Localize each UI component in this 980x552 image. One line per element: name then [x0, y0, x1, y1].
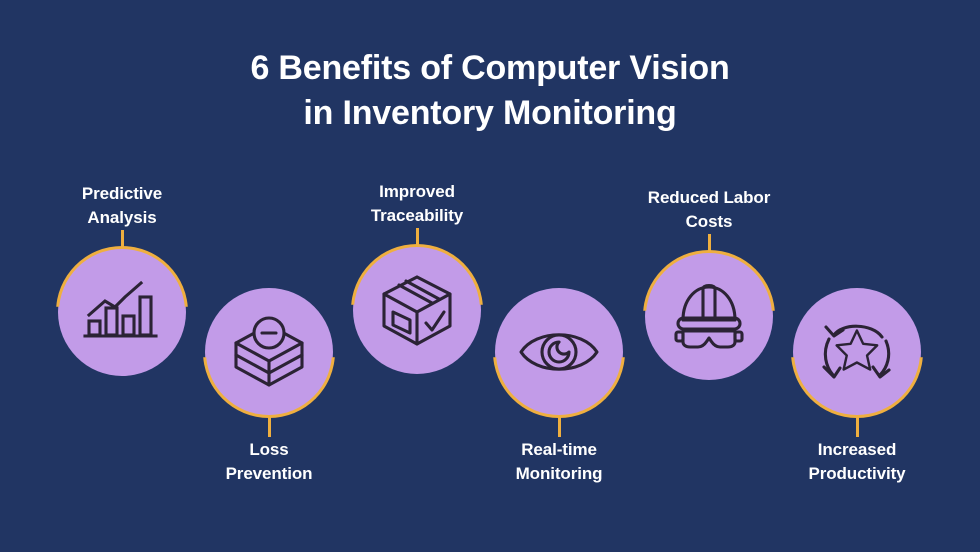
benefit-label-line-2: Traceability [370, 206, 464, 226]
circle-background [353, 246, 481, 374]
benefit-item-loss-prevention: Loss Prevention [174, 182, 364, 512]
circle-background [793, 288, 921, 416]
benefit-circle-improved-traceability[interactable] [351, 244, 483, 374]
circle-background [645, 252, 773, 380]
connector-stem [121, 230, 124, 250]
benefit-label-line-2: Prevention [225, 464, 313, 484]
connector-stem [856, 416, 859, 437]
benefit-label-line-2: Monitoring [515, 464, 603, 484]
package-check-icon [374, 267, 460, 353]
eye-icon [516, 309, 602, 395]
benefit-circle-real-time-monitoring[interactable] [493, 288, 625, 418]
benefit-circle-increased-productivity[interactable] [791, 288, 923, 418]
benefit-item-predictive-analysis: Predictive Analysis [27, 182, 217, 512]
benefit-item-real-time-monitoring: Real-time Monitoring [464, 182, 654, 512]
benefit-circle-reduced-labor-costs[interactable] [643, 250, 775, 380]
benefit-label-line-1: Reduced Labor [647, 188, 771, 207]
benefit-label-line-2: Analysis [87, 208, 157, 228]
page-title-line-2: in Inventory Monitoring [303, 94, 677, 133]
bar-chart-trend-icon [79, 269, 165, 355]
benefit-label-line-1: Loss [249, 440, 289, 459]
benefit-label-line-1: Improved [379, 182, 455, 201]
benefit-label-predictive-analysis: Predictive Analysis [27, 182, 217, 230]
benefit-label-real-time-monitoring: Real-time Monitoring [464, 438, 654, 486]
benefit-label-reduced-labor-costs: Reduced Labor Costs [614, 186, 804, 234]
benefit-item-reduced-labor-costs: Reduced Labor Costs [614, 186, 804, 516]
circle-background [205, 288, 333, 416]
benefit-label-increased-productivity: Increased Productivity [762, 438, 952, 486]
circle-background [58, 248, 186, 376]
benefit-label-line-1: Real-time [521, 440, 597, 459]
connector-stem [416, 228, 419, 248]
connector-stem [558, 416, 561, 437]
page-title: 6 Benefits of Computer Vision in Invento… [0, 46, 980, 136]
benefit-circle-predictive-analysis[interactable] [56, 246, 188, 376]
benefit-label-improved-traceability: Improved Traceability [322, 180, 512, 228]
benefit-circle-loss-prevention[interactable] [203, 288, 335, 418]
benefit-label-loss-prevention: Loss Prevention [174, 438, 364, 486]
benefit-label-line-1: Predictive [81, 184, 163, 203]
connector-stem [708, 234, 711, 254]
connector-stem [268, 416, 271, 437]
box-minus-icon [226, 309, 312, 395]
hardhat-goggles-icon [666, 273, 752, 359]
benefit-item-improved-traceability: Improved Traceability [322, 180, 512, 510]
star-cycle-arrows-icon [814, 309, 900, 395]
benefit-label-line-2: Productivity [808, 464, 906, 484]
page-title-line-1: 6 Benefits of Computer Vision [250, 49, 730, 87]
benefit-label-line-1: Increased [817, 440, 897, 459]
benefit-label-line-2: Costs [685, 212, 733, 232]
benefit-item-increased-productivity: Increased Productivity [762, 182, 952, 512]
